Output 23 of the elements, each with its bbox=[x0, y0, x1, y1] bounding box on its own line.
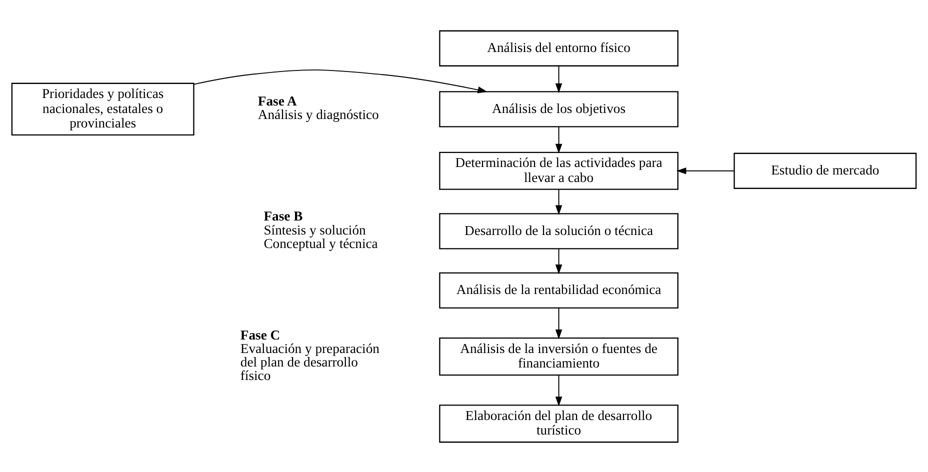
arrow bbox=[555, 65, 562, 93]
node-box: Estudio de mercado bbox=[734, 152, 917, 188]
node-box: Elaboración del plan de desarrollo turístico bbox=[439, 404, 678, 442]
arrow bbox=[555, 126, 562, 154]
label: Análisis y diagnóstico bbox=[258, 106, 379, 122]
label: Evaluación y preparación del plan de desarrollo físico bbox=[240, 340, 380, 383]
arrow bbox=[555, 374, 562, 406]
node-box: Prioridades y políticas nacionales, estatales o provinciales bbox=[11, 82, 194, 135]
node-box: Desarrollo de la solución o técnica bbox=[439, 212, 678, 249]
label: Fase B bbox=[264, 208, 303, 224]
arrow bbox=[676, 166, 734, 174]
node-box: Determinación de las actividades para llevar a cabo bbox=[439, 151, 678, 190]
arrow bbox=[555, 188, 562, 214]
arrow bbox=[193, 68, 488, 93]
arrow bbox=[555, 307, 562, 339]
node-box: Análisis de la rentabilidad económica bbox=[439, 272, 678, 308]
label: Síntesis y solución Conceptual y técnica bbox=[264, 222, 378, 250]
node-box: Análisis de los objetivos bbox=[439, 90, 678, 127]
node-box: Análisis de la inversión o fuentes de financiamiento bbox=[439, 337, 678, 376]
node-box: Análisis del entorno físico bbox=[439, 30, 678, 66]
arrow bbox=[555, 248, 562, 274]
label: Fase C bbox=[240, 326, 280, 342]
label: Fase A bbox=[258, 92, 297, 108]
